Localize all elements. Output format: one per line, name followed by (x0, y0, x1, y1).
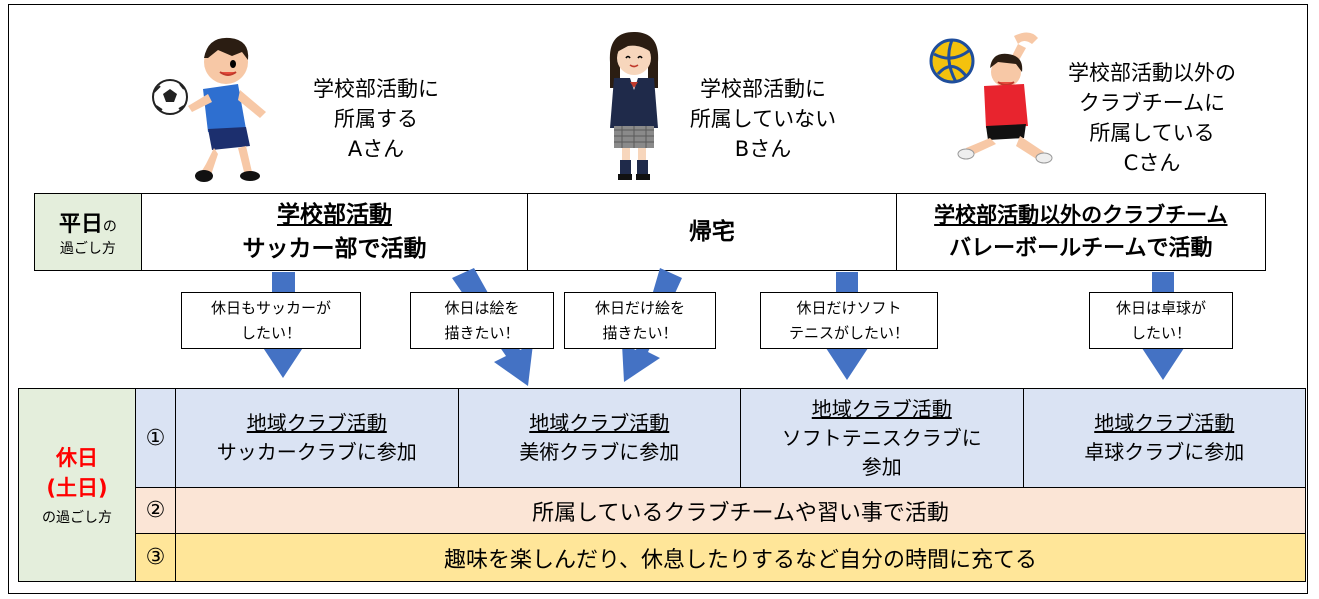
holiday-option-2-row: 所属しているクラブチームや習い事で活動 (176, 487, 1306, 534)
option-number-1: ① (136, 388, 176, 488)
holiday-title: 休日 (56, 446, 98, 470)
option-number-2: ② (136, 487, 176, 534)
wish-box-b-tennis: 休日だけソフトテニスがしたい！ (760, 292, 938, 349)
weekday-header: 平日の 過ごし方 (35, 194, 142, 270)
weekday-cell-a: 学校部活動 サッカー部で活動 (142, 194, 529, 270)
wish-box-b-art: 休日だけ絵を描きたい！ (564, 292, 716, 349)
volleyball-player-illustration (929, 32, 1053, 164)
holiday-option-1-row: 地域クラブ活動サッカークラブに参加 地域クラブ活動美術クラブに参加 地域クラブ活… (176, 388, 1306, 488)
holiday-table: 休日 (土日) の過ごし方 ① ② ③ 地域クラブ活動サッカークラブに参加 地域… (18, 388, 1306, 582)
schoolgirl-illustration (609, 32, 659, 180)
soccer-player-illustration (152, 37, 266, 182)
holiday-weekend: (土日) (46, 476, 108, 500)
club-cell-soft-tennis: 地域クラブ活動ソフトテニスクラブに参加 (741, 389, 1024, 487)
holiday-subtitle: の過ごし方 (42, 510, 112, 526)
holiday-header: 休日 (土日) の過ごし方 (18, 388, 136, 582)
wish-box-a-soccer: 休日もサッカーがしたい！ (181, 292, 361, 349)
wish-box-c-tabletennis: 休日は卓球がしたい！ (1089, 292, 1233, 349)
club-cell-art: 地域クラブ活動美術クラブに参加 (459, 389, 741, 487)
weekday-subtitle: 過ごし方 (59, 241, 116, 257)
weekday-cell-b: 帰宅 (528, 194, 897, 270)
weekday-cell-c: 学校部活動以外のクラブチーム バレーボールチームで活動 (934, 203, 1228, 261)
weekday-row: 平日の 過ごし方 学校部活動 サッカー部で活動 帰宅 学校部活動以外のクラブチー… (34, 193, 1266, 271)
club-cell-soccer: 地域クラブ活動サッカークラブに参加 (176, 389, 459, 487)
holiday-option-3-row: 趣味を楽しんだり、休息したりするなど自分の時間に充てる (176, 533, 1306, 582)
weekday-title: 平日 (58, 212, 103, 237)
diagram-frame (8, 4, 1308, 594)
wish-box-a-art: 休日は絵を描きたい！ (410, 292, 554, 349)
club-cell-table-tennis: 地域クラブ活動卓球クラブに参加 (1084, 411, 1245, 464)
option-number-3: ③ (136, 533, 176, 582)
